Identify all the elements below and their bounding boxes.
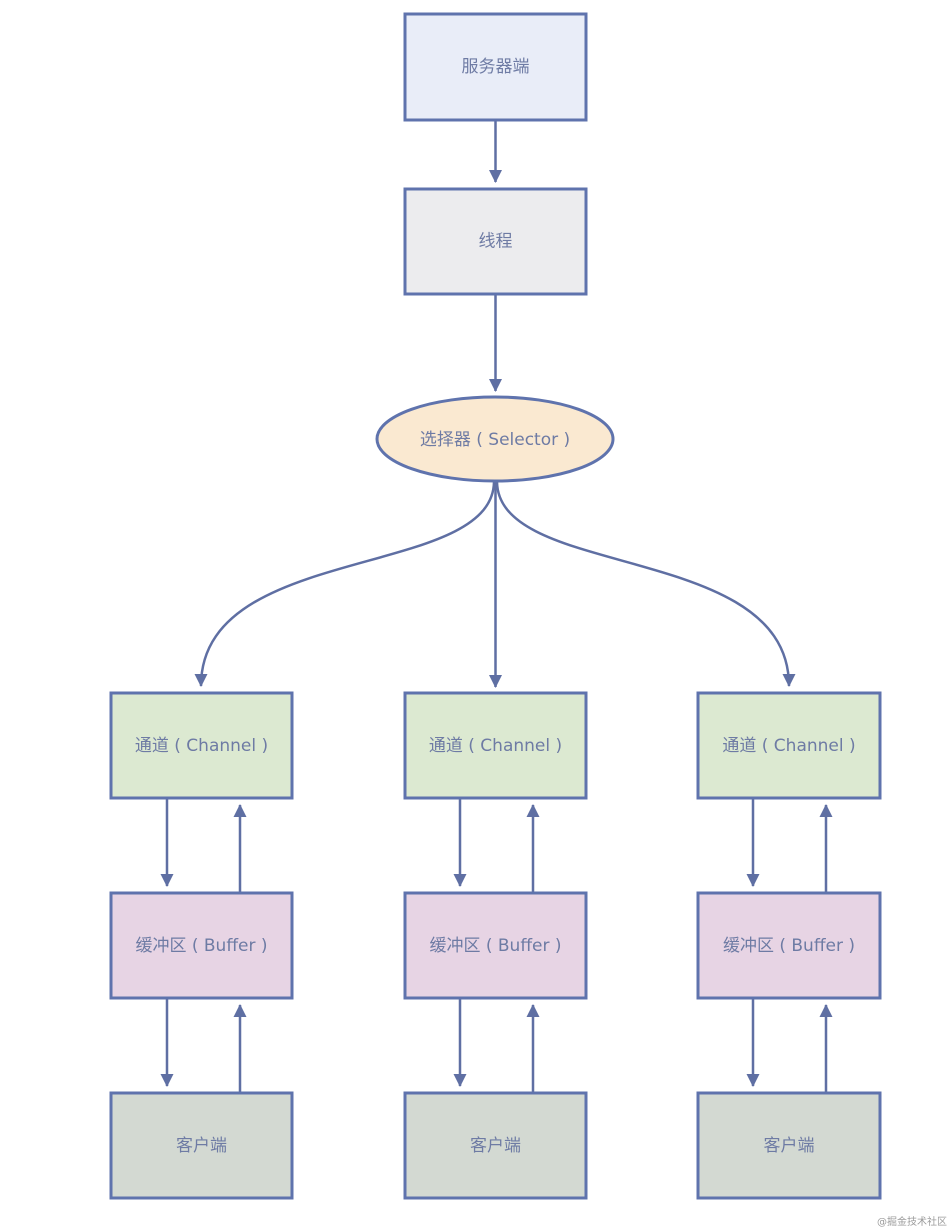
thread-box (403, 187, 588, 296)
edge-selector-channel-right (495, 481, 796, 687)
node-thread: 线程 (403, 187, 588, 296)
node-client-left: 客户端 (109, 1091, 294, 1200)
buffer-label: 缓冲区 ( Buffer ) (429, 936, 561, 956)
client-label: 客户端 (764, 1136, 815, 1156)
node-selector: 选择器 ( Selector ) (375, 395, 615, 483)
channel-box (109, 691, 294, 800)
client-box (109, 1091, 294, 1200)
node-buffer-left: 缓冲区 ( Buffer ) (109, 891, 294, 1000)
node-buffer-right: 缓冲区 ( Buffer ) (696, 891, 882, 1000)
selector-ellipse (375, 395, 615, 483)
buffer-label: 缓冲区 ( Buffer ) (135, 936, 267, 956)
node-channel-right: 通道 ( Channel ) (696, 691, 882, 800)
node-client-mid: 客户端 (403, 1091, 588, 1200)
node-server: 服务器端 (403, 12, 588, 122)
edge-selector-channel-left (194, 481, 496, 687)
server-label: 服务器端 (462, 57, 530, 77)
edges (160, 121, 833, 1093)
channel-box (696, 691, 882, 800)
server-box (403, 12, 588, 122)
channel-label: 通道 ( Channel ) (135, 736, 268, 756)
buffer-box (696, 891, 882, 1000)
channel-label: 通道 ( Channel ) (722, 736, 855, 756)
channel-box (403, 691, 588, 800)
client-box (696, 1091, 882, 1200)
client-label: 客户端 (176, 1136, 227, 1156)
buffer-box (109, 891, 294, 1000)
node-client-right: 客户端 (696, 1091, 882, 1200)
node-channel-left: 通道 ( Channel ) (109, 691, 294, 800)
channel-label: 通道 ( Channel ) (429, 736, 562, 756)
selector-label: 选择器 ( Selector ) (420, 430, 570, 450)
client-label: 客户端 (470, 1136, 521, 1156)
node-channel-mid: 通道 ( Channel ) (403, 691, 588, 800)
node-buffer-mid: 缓冲区 ( Buffer ) (403, 891, 588, 1000)
buffer-box (403, 891, 588, 1000)
client-box (403, 1091, 588, 1200)
watermark: @掘金技术社区 (877, 1215, 947, 1228)
buffer-label: 缓冲区 ( Buffer ) (723, 936, 855, 956)
thread-label: 线程 (479, 232, 513, 252)
